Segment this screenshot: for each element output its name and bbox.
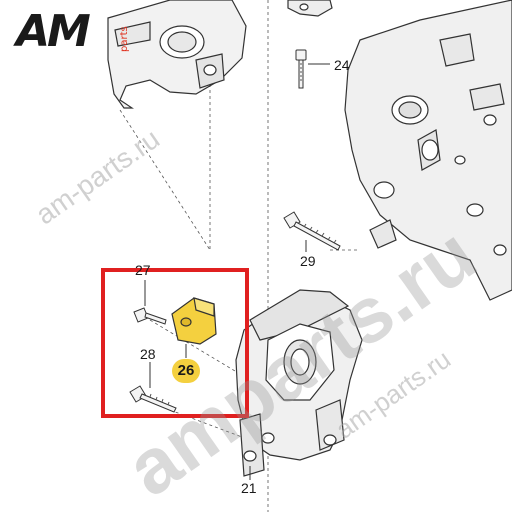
bolt-27: [133, 307, 167, 325]
bolt-28: [129, 385, 177, 413]
callout-29: 29: [300, 253, 316, 269]
callout-28: 28: [140, 346, 156, 362]
mount-bracket-21: [235, 289, 363, 477]
clip-bracket: [287, 0, 333, 17]
bolt-24: [295, 49, 330, 89]
highlight-frame: [101, 268, 249, 418]
logo-sub-text: parts: [119, 26, 130, 52]
am-parts-logo: AM: [16, 6, 91, 58]
part-26-damper: [171, 297, 217, 345]
callout-27: 27: [135, 262, 151, 278]
callout-26-highlighted: 26: [172, 359, 200, 383]
upper-bracket: [107, 0, 247, 109]
callout-21: 21: [241, 480, 257, 496]
callout-leaders: [144, 240, 307, 480]
logo-main-text: AM: [16, 6, 91, 57]
gearbox-housing: [344, 0, 512, 301]
callout-24: 24: [334, 57, 350, 73]
bolt-29: [283, 211, 341, 251]
